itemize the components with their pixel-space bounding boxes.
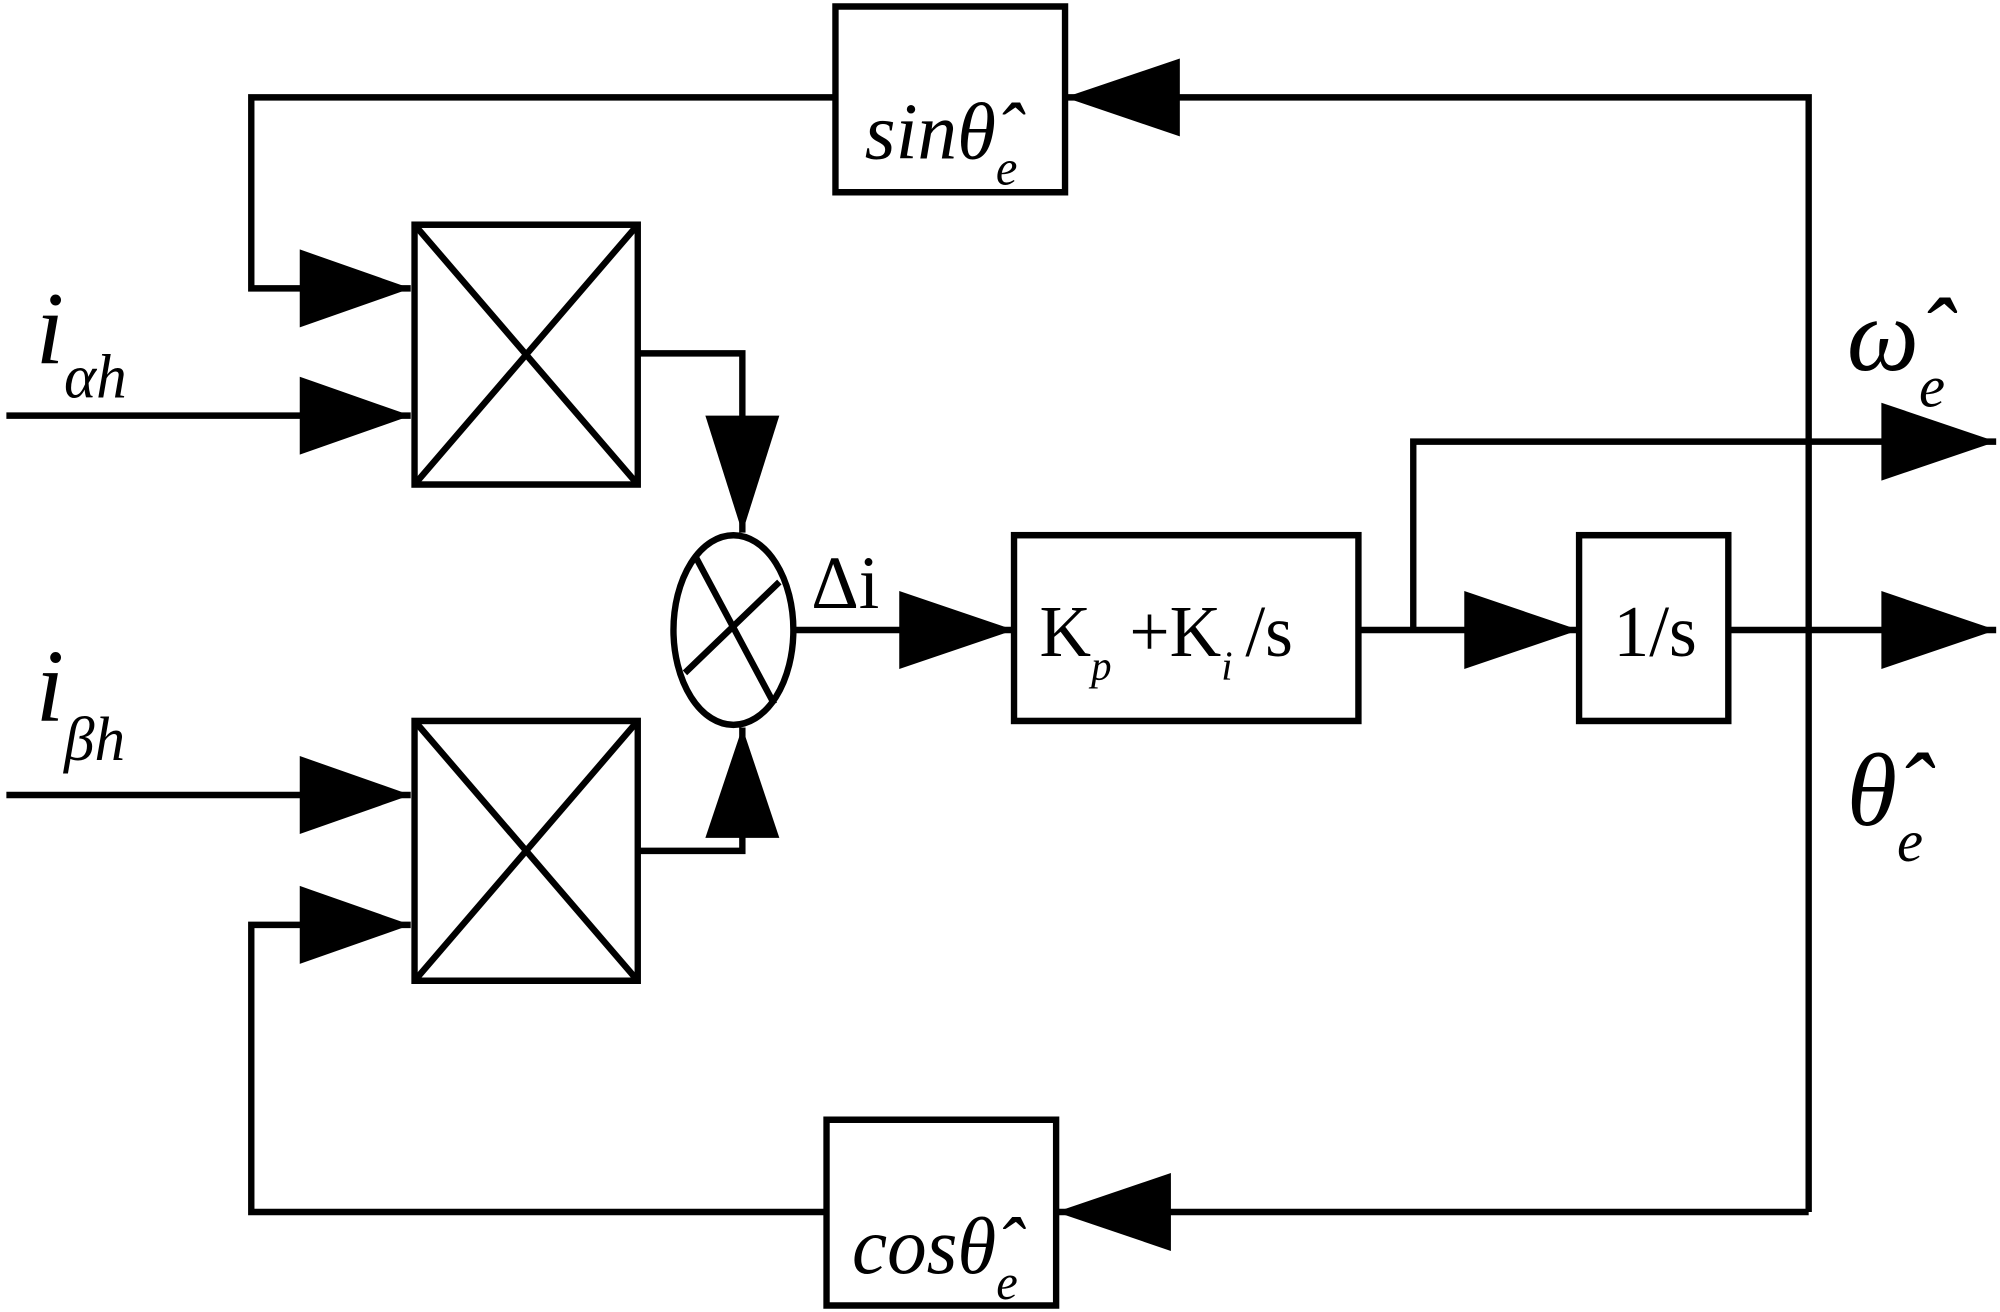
arrow-left-icon	[1056, 1173, 1171, 1251]
output-theta-label: θ̂e	[1847, 733, 1936, 874]
svg-text:1/s: 1/s	[1614, 591, 1697, 672]
svg-text:cosθ̂e: cosθ̂e	[852, 1202, 1026, 1310]
arrow-right-icon	[299, 376, 411, 455]
arrow-right-icon	[899, 591, 1015, 669]
integrator-block: 1/s	[1575, 531, 1732, 725]
cos-block: cosθ̂e	[823, 1116, 1060, 1310]
arrow-left-icon	[1065, 58, 1180, 137]
pi-controller-block: Kp+Ki/s	[1010, 531, 1362, 725]
multiplier-1	[411, 221, 641, 488]
arrow-right-icon	[1881, 402, 1997, 481]
sin-block: sinθ̂e	[832, 3, 1069, 196]
summing-junction	[670, 531, 797, 729]
arrow-down-icon	[705, 415, 780, 533]
wires	[6, 94, 1997, 1216]
arrows	[299, 58, 1997, 1251]
arrow-right-icon	[299, 885, 411, 964]
arrow-right-icon	[1881, 591, 1997, 669]
svg-text:Kp+Ki/s: Kp+Ki/s	[1040, 591, 1293, 688]
wire-feedback-top	[1065, 94, 1812, 1212]
wire-omega-out	[1410, 438, 1997, 631]
input-i-alpha-label: iαh	[36, 272, 127, 412]
multiplier-2	[411, 717, 641, 984]
arrow-up-icon	[705, 727, 780, 838]
error-label: Δi	[811, 541, 879, 625]
arrow-right-icon	[299, 249, 411, 328]
output-omega-label: ω̂e	[1847, 278, 1958, 419]
arrow-right-icon	[299, 756, 411, 834]
arrow-right-icon	[1464, 591, 1580, 669]
wire-cos-to-mult2	[248, 921, 827, 1216]
wire-sin-to-mult1	[248, 94, 836, 292]
input-i-beta-label: iβh	[36, 629, 125, 774]
svg-text:sinθ̂e: sinθ̂e	[865, 88, 1026, 196]
